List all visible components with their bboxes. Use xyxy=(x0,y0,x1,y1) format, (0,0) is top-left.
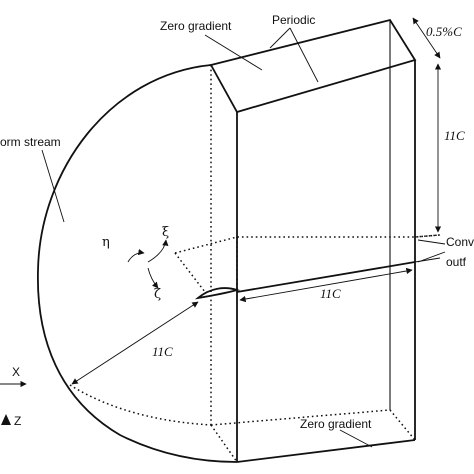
uniform-stream-leader xyxy=(41,149,65,223)
front-bottom-edge xyxy=(236,439,416,463)
hidden-edges xyxy=(69,65,441,463)
outflow-leader-1 xyxy=(417,239,446,245)
radius-arrow xyxy=(71,301,199,385)
span-thickness-label: 0.5%C xyxy=(426,24,462,39)
top-face xyxy=(209,18,417,114)
xi-arrow xyxy=(147,239,169,263)
periodic-leader-2 xyxy=(289,27,319,83)
leader-lines xyxy=(41,27,446,448)
zero-gradient-bottom-leader xyxy=(339,429,373,448)
convective-outflow-label-1: Conv xyxy=(446,235,474,249)
visible-edges xyxy=(37,18,441,463)
zero-gradient-top-label: Zero gradient xyxy=(160,19,232,33)
z-axis-arrowhead xyxy=(1,414,11,425)
inlet-semicircle xyxy=(37,64,238,463)
outflow-leader-2 xyxy=(417,251,446,263)
zero-gradient-bottom-label: Zero gradient xyxy=(300,417,372,431)
z-axis-label: Z xyxy=(14,414,21,428)
zero-gradient-top-leader xyxy=(204,34,263,71)
height-label: 11C xyxy=(444,128,465,143)
radius-label: 11C xyxy=(152,344,173,359)
x-axis-label: X xyxy=(12,365,20,379)
wake-length-label: 11C xyxy=(320,286,341,301)
curvilinear-axes: η ξ ζ xyxy=(102,225,169,302)
convective-outflow-label-2: outf xyxy=(446,255,467,269)
wake-plane-back-edge xyxy=(174,234,441,254)
wake-plane-left-edge xyxy=(174,252,206,293)
eta-label: η xyxy=(102,235,110,250)
dimensions xyxy=(71,17,442,385)
global-axes: X Z xyxy=(0,365,27,428)
labels: Zero gradient Periodic 0.5%C 11C orm str… xyxy=(0,13,474,431)
airfoil-section xyxy=(194,287,241,300)
eta-arrow xyxy=(127,248,145,263)
bottom-left-depth-edge xyxy=(210,424,238,463)
xi-label: ξ xyxy=(162,225,169,240)
periodic-leader-1 xyxy=(269,27,291,49)
zeta-label: ζ xyxy=(154,287,161,302)
span-dimension-arrow xyxy=(412,17,441,59)
wake-length-arrow xyxy=(239,267,413,303)
bottom-right-depth-edge xyxy=(389,409,416,441)
uniform-stream-label: orm stream xyxy=(0,135,61,149)
zeta-arrow xyxy=(147,267,159,289)
semicircle-bottom-edge xyxy=(69,384,212,426)
periodic-label: Periodic xyxy=(272,13,315,27)
